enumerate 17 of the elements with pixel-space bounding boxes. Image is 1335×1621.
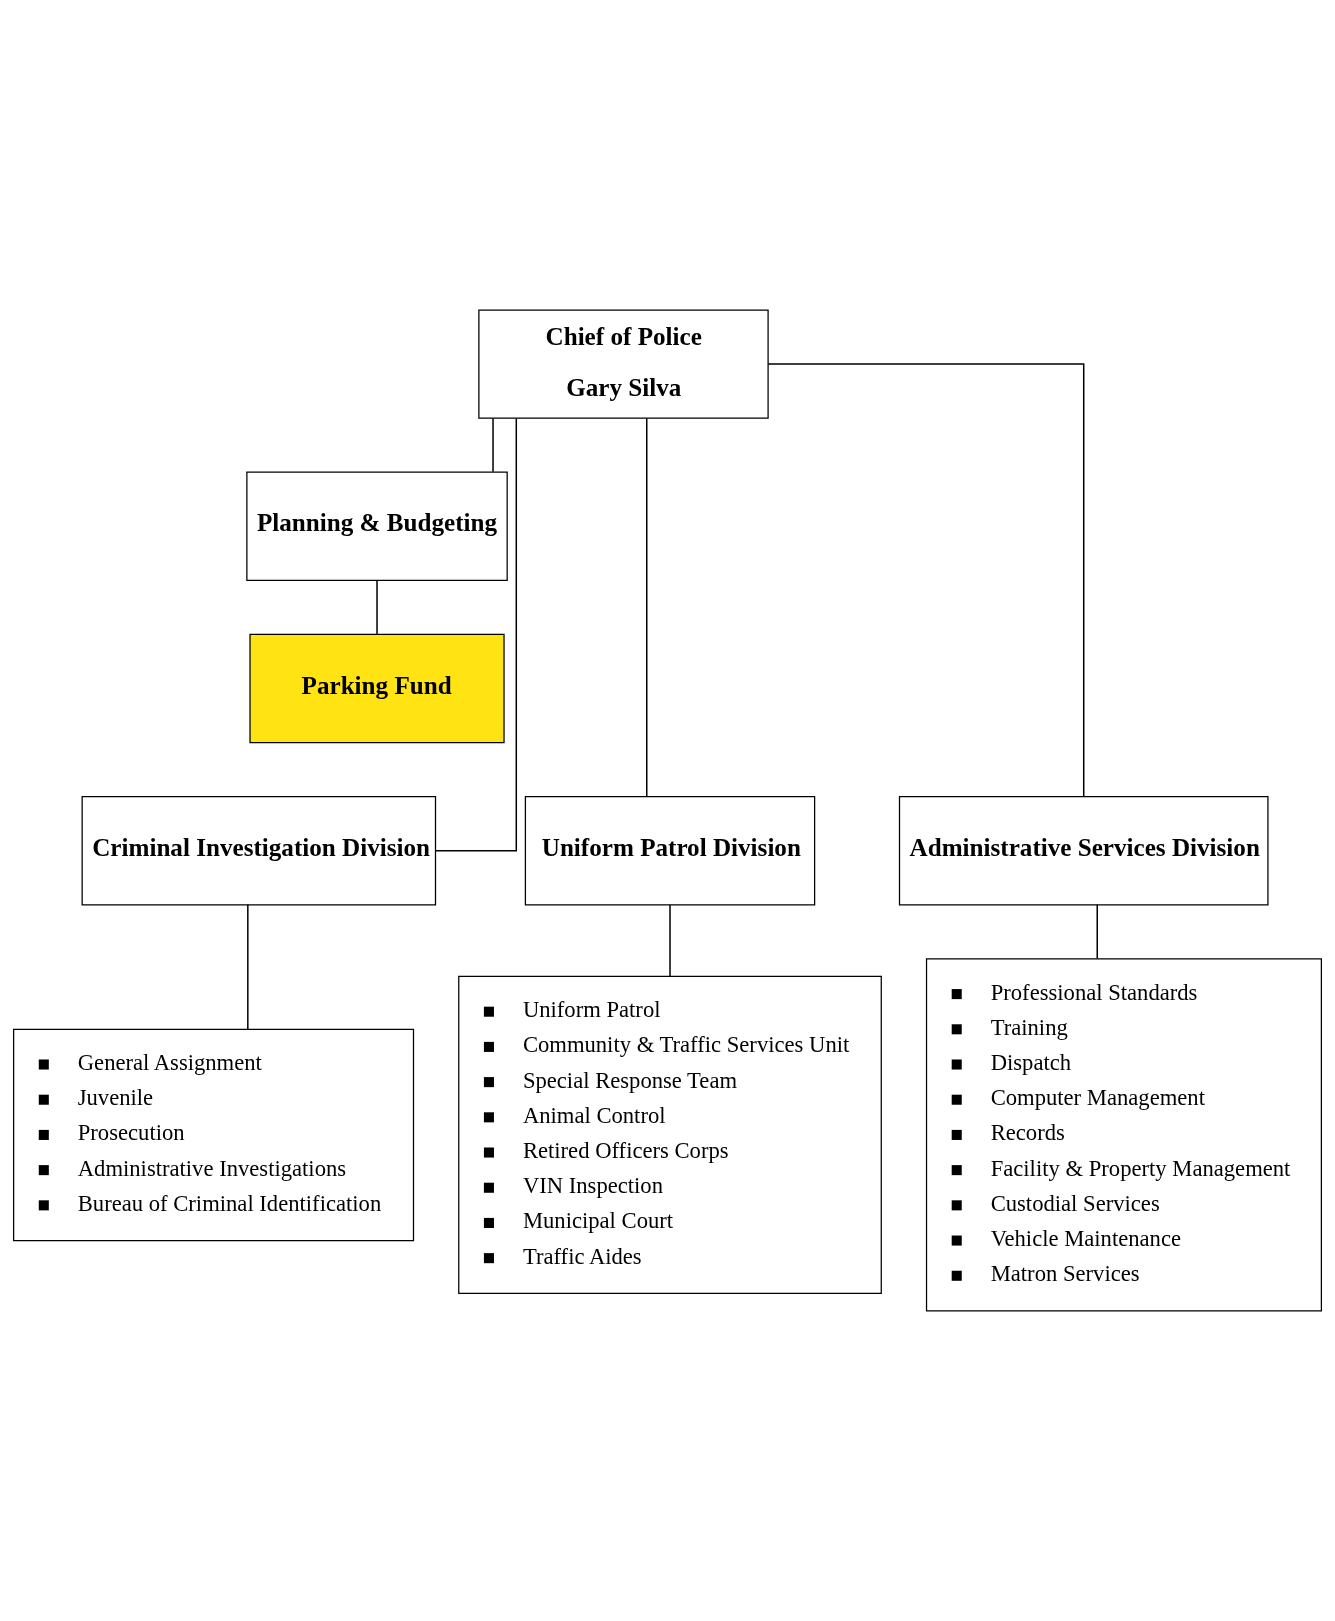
node-box: Uniform Patrol Division (524, 796, 816, 906)
node-box: Professional Standards Training Dispatch Computer Management Records Facility & Property Management Custodial Services Vehicle Maintenance Matron Services (925, 958, 1322, 1312)
node-box: Administrative Services Division (898, 796, 1269, 906)
connector (1096, 904, 1098, 960)
connector (247, 904, 249, 1030)
node-box: Uniform Patrol Community & Traffic Services Unit Special Response Team Animal Control Retired Officers Corps VIN Inspection Municipal Court Traffic Aides (458, 975, 882, 1294)
node-box: Criminal Investigation Division (81, 796, 437, 906)
node-box: General Assignment Juvenile Prosecution Administrative Investigations Bureau of Criminal Identification (13, 1028, 415, 1242)
node-box: Chief of Police Gary Silva (478, 309, 769, 419)
connector (376, 580, 378, 635)
node-box: Parking Fund (249, 633, 505, 744)
connector (646, 417, 648, 798)
connector (669, 904, 671, 977)
connector (434, 417, 518, 852)
connector (767, 363, 1085, 798)
connector (492, 417, 494, 473)
node-box: Planning & Budgeting (246, 471, 508, 581)
